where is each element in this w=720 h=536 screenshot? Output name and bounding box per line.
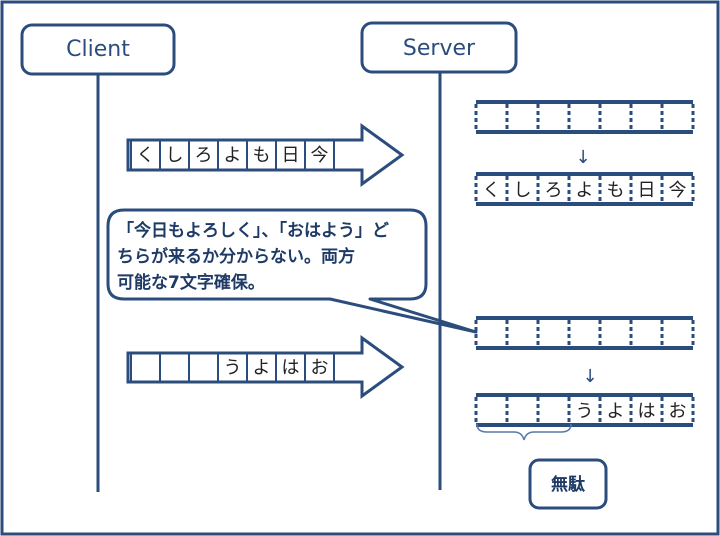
arrow-cell (304, 139, 335, 171)
buffer-cell-char: も (607, 180, 625, 201)
arrow-cell (304, 352, 335, 383)
down-arrow-icon: ↓ (575, 147, 590, 168)
arrow-bottom-cells: うよはお (130, 352, 335, 383)
arrow-cell-char: よ (253, 358, 271, 379)
arrow-cell-char: よ (224, 145, 242, 166)
arrow-cell-char: 今 (311, 145, 329, 166)
buffer-cell-char: お (669, 401, 687, 422)
callout-line-2: ちらが来るか分からない。両方 (117, 246, 355, 267)
arrow-cell-char: も (253, 145, 271, 166)
buffer-cell-char: く (483, 180, 501, 201)
arrow-cell-char: お (311, 358, 329, 379)
callout-line-3: 可能な7文字確保。 (117, 272, 265, 293)
arrow-cell-char: ろ (195, 145, 213, 166)
buffer-cell-char: ろ (545, 180, 563, 201)
arrow-cell-char: し (166, 145, 184, 166)
arrow-cell-char: う (224, 358, 242, 379)
buffer-cell-char: 日 (638, 180, 656, 201)
arrow-top-cells: くしろよも日今 (130, 139, 335, 171)
callout-bubble: 「今日もよろしく」、「おはよう」ど ちらが来るか分からない。両方 可能な7文字確… (106, 208, 478, 334)
down-arrow-icon: ↓ (582, 366, 597, 387)
server-buffer-empty-top (474, 100, 695, 134)
waste-label: 無駄 (551, 474, 586, 495)
buffer-cell-char: し (514, 180, 532, 201)
waste-label-box: 無駄 (528, 458, 608, 510)
buffer-cell-char: 今 (669, 180, 687, 201)
server-buffer-filled-bottom: うよはお (474, 393, 695, 427)
buffer-cell-char: よ (576, 180, 594, 201)
server-buffer-filled-top: くしろよも日今 (474, 172, 695, 206)
server-label: Server (403, 36, 476, 61)
arrow-cell-char: は (282, 358, 300, 379)
client-box: Client (20, 23, 176, 76)
arrow-cell-char: 日 (282, 145, 300, 166)
buffer-cell-char: う (576, 401, 594, 422)
client-label: Client (66, 37, 130, 62)
arrow-cell-char: く (137, 145, 155, 166)
server-box: Server (360, 21, 518, 74)
waste-brace (476, 423, 572, 441)
message-arrow-bottom: うよはお (126, 335, 405, 399)
server-buffer-empty-bottom (474, 316, 695, 350)
callout-line-1: 「今日もよろしく」、「おはよう」ど (117, 220, 389, 241)
buffer-cell-char: よ (607, 401, 625, 422)
buffer-cell-char: は (638, 401, 656, 422)
message-arrow-top: くしろよも日今 (126, 123, 405, 187)
